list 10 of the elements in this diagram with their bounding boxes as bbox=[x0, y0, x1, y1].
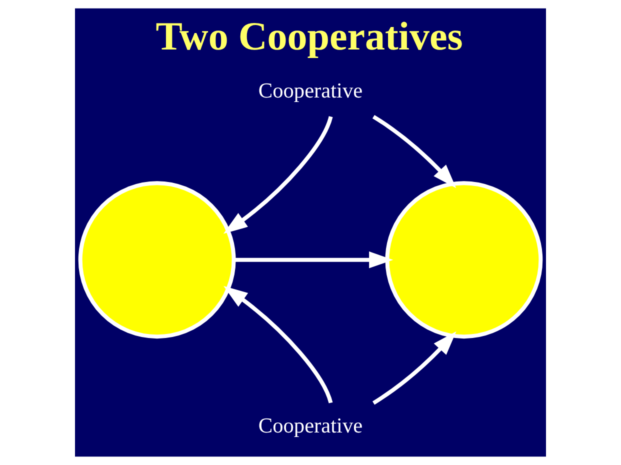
node-circle bbox=[78, 181, 236, 339]
arrow bbox=[372, 114, 456, 188]
node-circle bbox=[385, 181, 543, 339]
diagram-title: Two Cooperatives bbox=[156, 14, 463, 59]
arrow bbox=[234, 251, 394, 268]
arrow bbox=[372, 331, 456, 405]
arrow bbox=[223, 116, 333, 234]
node-text: Cooperative bbox=[258, 413, 363, 438]
node-text: Cooperative bbox=[258, 78, 363, 102]
arrow bbox=[224, 286, 333, 404]
